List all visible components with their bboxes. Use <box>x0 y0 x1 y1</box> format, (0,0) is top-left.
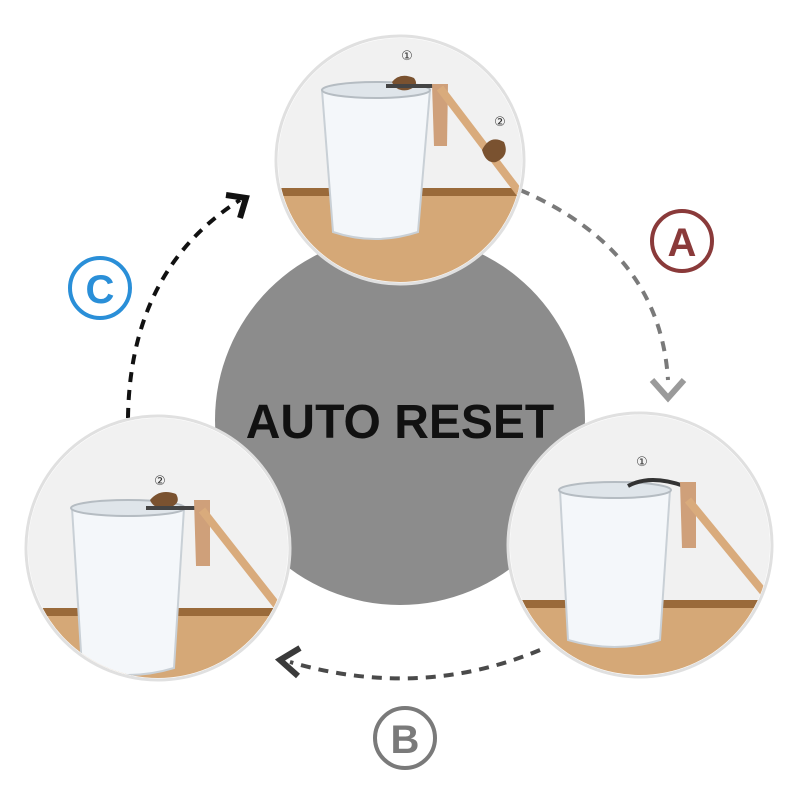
step-badge-a: A <box>650 209 714 273</box>
center-disc <box>215 235 585 605</box>
step-marker: ② <box>494 115 506 130</box>
mouse-shape <box>482 139 506 163</box>
arrow-c <box>126 198 242 419</box>
panel-right: ① <box>506 411 774 679</box>
center-title: AUTO RESET <box>246 396 554 449</box>
arrow-b-head <box>274 645 302 679</box>
arrow-a-head <box>649 378 687 403</box>
arrow-a <box>519 188 670 381</box>
step-letter-a: A <box>668 221 697 265</box>
step-badge-c: C <box>68 256 132 320</box>
step-badge-b: B <box>373 706 437 770</box>
step-marker: ① <box>636 455 648 470</box>
step-marker: ② <box>154 474 166 489</box>
mouse-shape <box>150 492 178 509</box>
arrow-c-head <box>225 192 250 219</box>
panel-top: ① ② <box>274 34 526 286</box>
step-marker: ① <box>401 49 413 64</box>
step-letter-b: B <box>391 718 420 762</box>
panel-left: ② <box>24 414 292 682</box>
arrow-b <box>289 648 541 681</box>
step-letter-c: C <box>86 268 115 312</box>
